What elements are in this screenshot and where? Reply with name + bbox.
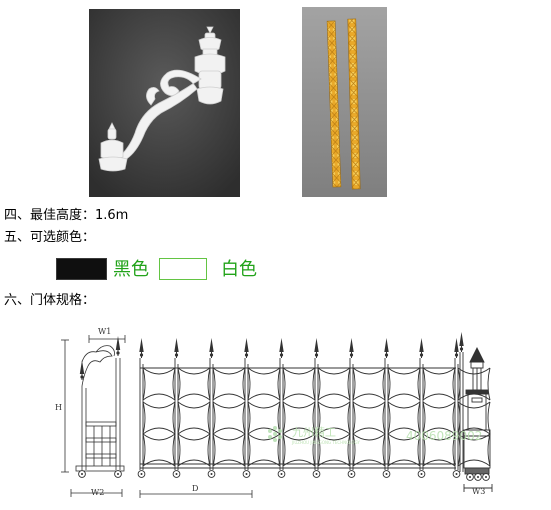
gate-spear	[208, 337, 215, 359]
gate-wheel	[312, 470, 321, 478]
gate-wheel	[172, 470, 181, 478]
gate-wheel	[277, 470, 286, 478]
black-color-swatch	[56, 258, 107, 280]
gate-wheel	[137, 470, 146, 478]
gate-wheel	[347, 470, 356, 478]
white-color-swatch	[159, 258, 207, 280]
gate-wheel	[382, 470, 391, 478]
dim-d: D	[192, 484, 198, 493]
dim-w2: W2	[91, 488, 104, 497]
gate-wheel	[417, 470, 426, 478]
watermark-sub: JIUZHOU JINGGONG TECHNOLOGY	[291, 440, 360, 445]
gate-spear	[313, 337, 320, 359]
dim-h: H	[55, 403, 62, 412]
best-height-text: 四、最佳高度：1.6m	[4, 208, 129, 223]
gate-spear	[348, 337, 355, 359]
gate-spear	[278, 337, 285, 359]
gate-spear	[138, 337, 145, 359]
watermark-brand: 九州精工	[292, 426, 336, 439]
dim-w3: W3	[472, 487, 485, 496]
gate-spec-diagram: W1 H W2 D W3	[55, 327, 493, 498]
gate-spec-heading: 六、门体规格：	[4, 293, 96, 308]
brand-watermark: 九州精工 JIUZHOU JINGGONG TECHNOLOGY 4006089…	[268, 426, 482, 445]
white-color-label: 白色	[221, 259, 257, 280]
dim-w1: W1	[98, 327, 111, 336]
gate-spear	[173, 337, 180, 359]
bracket-photo	[89, 9, 240, 197]
gate-wheel	[242, 470, 251, 478]
black-color-label: 黑色	[113, 259, 149, 280]
colors-heading: 五、可选颜色：	[4, 230, 96, 245]
gate-spear	[383, 337, 390, 359]
ornament-strip-photo	[302, 7, 387, 197]
gate-spear	[453, 337, 460, 359]
gate-spear	[418, 337, 425, 359]
gate-spear	[243, 337, 250, 359]
gate-wheel	[452, 470, 461, 478]
watermark-phone: 4006089002	[406, 429, 482, 443]
gate-wheel	[207, 470, 216, 478]
